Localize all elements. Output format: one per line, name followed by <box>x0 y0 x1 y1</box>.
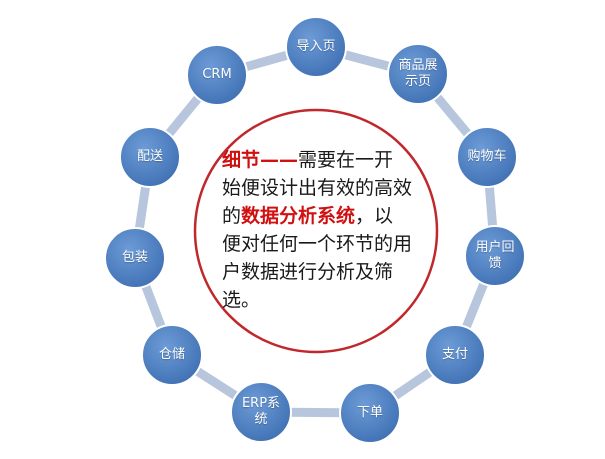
node-label-erp-system: ERP系统 <box>241 396 281 427</box>
center-highlight-system: 数据分析系统 <box>241 205 356 227</box>
center-highlight-detail: 细节—— <box>222 149 299 171</box>
node-product-display <box>387 43 449 105</box>
node-label-shopping-cart: 购物车 <box>467 149 507 164</box>
node-label-place-order: 下单 <box>356 405 383 420</box>
node-label-import-page: 导入页 <box>296 39 336 54</box>
node-erp-system <box>230 381 292 443</box>
node-delivery <box>119 126 181 188</box>
ring-nodes <box>104 16 526 444</box>
node-label-warehouse: 仓储 <box>158 347 185 362</box>
node-payment <box>424 324 486 386</box>
node-label-delivery: 配送 <box>136 149 163 164</box>
node-label-user-feedback: 用户回馈 <box>475 240 515 271</box>
node-place-order <box>339 382 401 444</box>
node-shopping-cart <box>456 126 518 188</box>
node-label-crm: CRM <box>202 67 232 82</box>
node-crm <box>186 44 248 106</box>
node-label-product-display: 商品展示页 <box>398 58 438 89</box>
center-text-body-1: 需要在一开始便设计出有效的高效的 <box>222 149 413 227</box>
node-label-payment: 支付 <box>441 347 468 362</box>
node-warehouse <box>141 324 203 386</box>
node-user-feedback <box>464 225 526 287</box>
node-packaging <box>104 227 166 289</box>
center-circle <box>193 108 439 354</box>
node-import-page <box>285 16 347 78</box>
center-description: 细节——需要在一开始便设计出有效的高效的数据分析系统，以便对任何一个环节的用户数… <box>222 146 412 314</box>
node-label-packaging: 包装 <box>121 250 148 265</box>
center-text-body-2: ，以便对任何一个环节的用户数据进行分析及筛选。 <box>222 205 413 311</box>
